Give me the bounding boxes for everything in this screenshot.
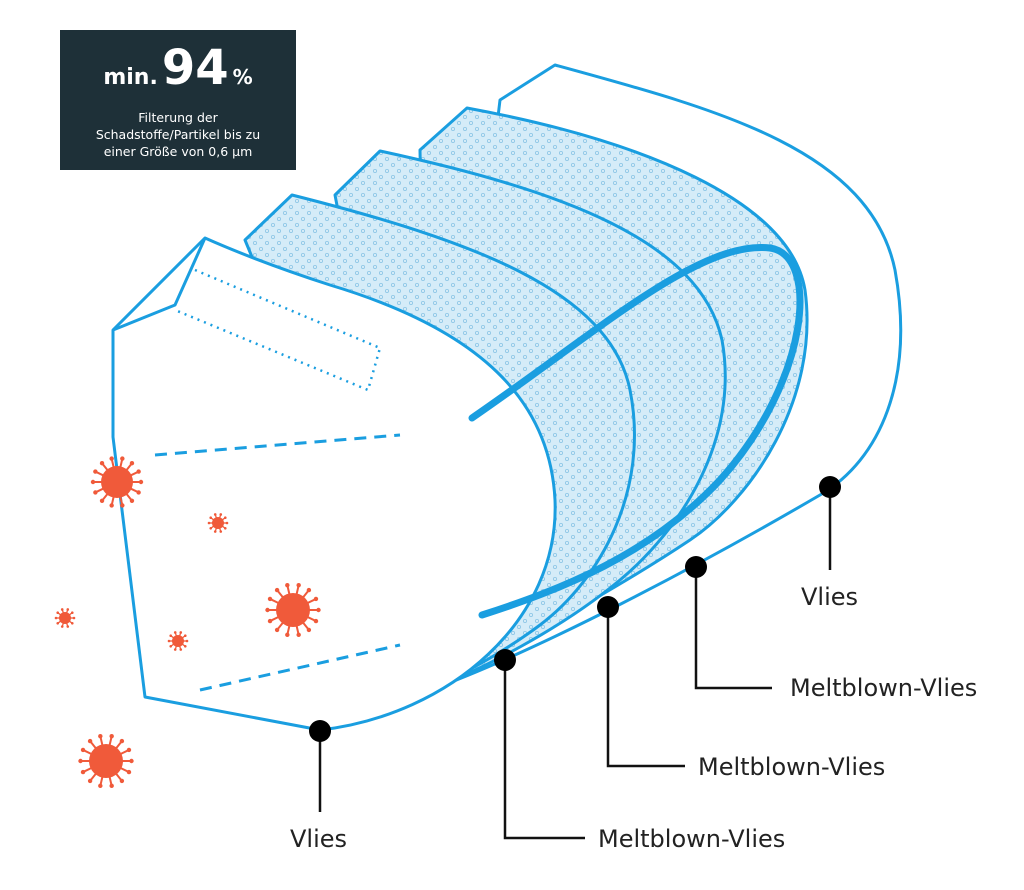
virus-icon <box>78 733 134 789</box>
callout-dot <box>819 476 841 498</box>
front-top-edge <box>112 237 207 332</box>
virus-icon <box>207 513 229 533</box>
label-meltblown-2: Meltblown-Vlies <box>698 753 886 781</box>
badge-description: Filterung der Schadstoffe/Partikel bis z… <box>60 109 296 160</box>
ear-loop <box>468 244 804 619</box>
label-front-vlies: Vlies <box>290 825 348 853</box>
callout-dot <box>494 649 516 671</box>
label-meltblown-3: Meltblown-Vlies <box>790 674 978 702</box>
badge-desc-line: Schadstoffe/Partikel bis zu <box>95 127 261 142</box>
virus-icon <box>167 631 189 651</box>
filtration-badge: min.94% Filterung der Schadstoffe/Partik… <box>60 30 296 170</box>
label-meltblown-1: Meltblown-Vlies <box>598 825 786 853</box>
callout-line-meltblown-3 <box>694 567 772 690</box>
layer-front-vlies <box>111 236 557 732</box>
virus-icon <box>90 456 144 508</box>
virus-icon <box>265 582 321 638</box>
badge-prefix: min. <box>103 65 158 90</box>
fold-line-upper <box>154 433 401 457</box>
badge-desc-line: einer Größe von 0,6 µm <box>103 144 253 159</box>
callout-dot <box>309 720 331 742</box>
callout-line-meltblown-1 <box>503 660 585 840</box>
virus-icon <box>54 608 76 628</box>
label-back-vlies: Vlies <box>801 583 859 611</box>
badge-value: 94 <box>161 40 229 96</box>
callout-dot <box>597 596 619 618</box>
badge-unit: % <box>232 65 253 89</box>
badge-desc-line: Filterung der <box>138 110 218 125</box>
callout-dot <box>685 556 707 578</box>
callout-line-meltblown-2 <box>606 607 685 768</box>
fold-line-lower <box>199 643 401 692</box>
